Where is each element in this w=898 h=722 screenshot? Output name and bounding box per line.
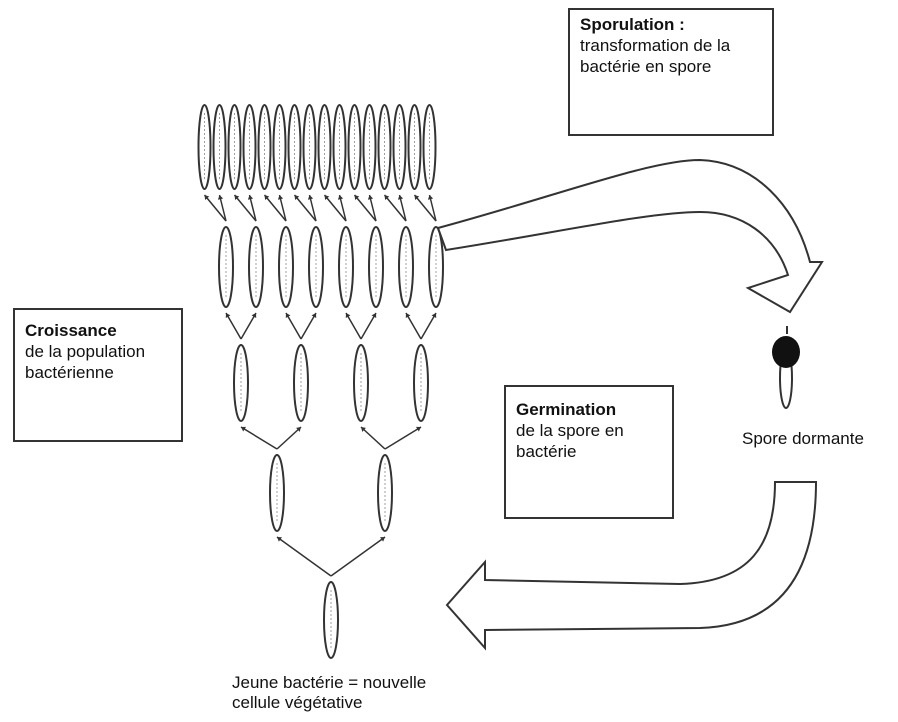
division-arrowhead <box>234 195 240 200</box>
division-arrowhead <box>431 313 437 318</box>
division-arrow <box>330 536 386 577</box>
division-arrow <box>248 194 257 222</box>
division-arrowhead <box>405 313 411 318</box>
sporulation-box: Sporulation : transformation de la bacté… <box>568 8 774 136</box>
division-arrowhead <box>285 313 291 318</box>
division-arrow <box>413 194 437 222</box>
division-arrow <box>323 194 347 222</box>
division-arrowhead <box>307 195 314 200</box>
spore-dormante-label: Spore dormante <box>742 429 864 448</box>
division-arrowhead <box>380 537 385 542</box>
division-arrow <box>345 312 362 340</box>
dormant-spore <box>772 326 800 409</box>
jeune-bacterie-label: Jeune bactérie = nouvelle cellule végéta… <box>232 673 426 713</box>
germination-arrow <box>445 481 818 651</box>
division-arrow <box>420 312 437 340</box>
division-arrow <box>233 194 257 222</box>
germination-text: de la spore en bactérie <box>516 421 624 461</box>
division-arrow <box>368 194 377 222</box>
division-arrow <box>285 312 302 340</box>
division-arrowhead <box>371 313 377 318</box>
division-arrow <box>308 194 317 222</box>
germination-title: Germination <box>516 400 617 419</box>
division-arrow <box>300 312 317 340</box>
sporulation-text: transformation de la bactérie en spore <box>580 36 731 76</box>
division-arrow <box>384 426 422 450</box>
division-arrow <box>338 194 347 222</box>
division-arrowhead <box>337 195 344 200</box>
division-arrow <box>276 536 332 577</box>
division-arrow <box>225 312 242 340</box>
division-arrowhead <box>354 195 360 200</box>
jeune-bacterie-line-1: Jeune bactérie = nouvelle <box>232 673 427 692</box>
division-arrow <box>405 312 422 340</box>
division-arrowhead <box>345 313 351 318</box>
croissance-title: Croissance <box>25 321 117 340</box>
division-arrowhead <box>416 426 421 432</box>
division-arrowhead <box>414 195 420 200</box>
division-arrow <box>240 426 278 450</box>
division-arrowhead <box>217 195 224 200</box>
division-arrowhead <box>361 427 366 432</box>
division-arrow <box>293 194 317 222</box>
division-arrowhead <box>397 195 404 200</box>
division-arrowhead <box>311 313 317 318</box>
division-arrow <box>383 194 407 222</box>
division-arrowhead <box>247 195 254 200</box>
germination-box: Germination de la spore en bactérie <box>504 385 674 519</box>
division-arrow <box>240 312 257 340</box>
sporulation-title: Sporulation : <box>580 15 685 34</box>
jeune-bacterie-line-2: cellule végétative <box>232 693 363 712</box>
division-arrowhead <box>204 195 210 200</box>
division-arrowhead <box>264 195 270 200</box>
division-arrowhead <box>324 195 330 200</box>
division-arrow <box>360 426 386 450</box>
division-arrow <box>278 194 287 222</box>
division-arrowhead <box>296 427 301 432</box>
division-arrowhead <box>294 195 300 200</box>
division-arrow <box>276 426 302 450</box>
division-arrow <box>263 194 287 222</box>
division-arrow <box>360 312 377 340</box>
division-arrow <box>218 194 227 222</box>
division-arrowhead <box>277 537 282 542</box>
division-arrowhead <box>367 195 374 200</box>
division-arrowhead <box>251 313 257 318</box>
division-arrowhead <box>241 426 246 432</box>
division-arrowhead <box>225 313 231 318</box>
spore-body <box>772 336 800 368</box>
division-arrow <box>353 194 377 222</box>
division-arrowhead <box>427 195 434 200</box>
croissance-box: Croissance de la population bactérienne <box>13 308 183 442</box>
croissance-text: de la population bactérienne <box>25 342 146 382</box>
division-arrow <box>428 194 437 222</box>
division-arrowhead <box>384 195 390 200</box>
division-arrowhead <box>277 195 284 200</box>
sporulation-arrow <box>436 158 824 314</box>
bacterial-division-tree <box>197 104 444 659</box>
division-arrow <box>398 194 407 222</box>
division-arrow <box>203 194 227 222</box>
